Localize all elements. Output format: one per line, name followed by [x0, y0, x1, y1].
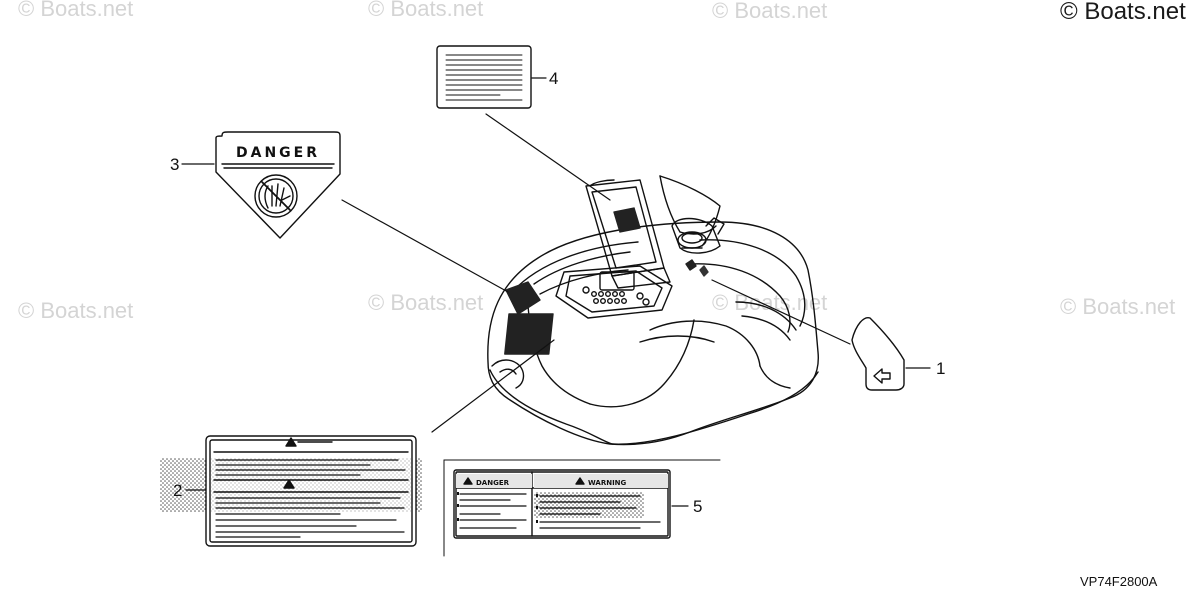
diagram-code: VP74F2800A [1080, 574, 1158, 589]
watermark: © Boats.net [712, 290, 828, 315]
callout-3: 3 [170, 155, 180, 174]
label-4-info-plate [436, 45, 532, 109]
hand-crush-icon [254, 174, 298, 218]
arrow-icon [873, 368, 891, 384]
label-2-warning-plate [160, 435, 422, 547]
callout-5: 5 [693, 497, 703, 516]
warning-triangle-icon [285, 437, 297, 447]
danger-plate-text: DANGER [236, 145, 320, 161]
watermark: © Boats.net [1060, 294, 1176, 319]
label5-warning-text: WARNING [588, 479, 627, 487]
watermark: © Boats.net [18, 298, 134, 323]
label-1-arrow-tab [851, 317, 905, 391]
watermark: © Boats.net [712, 0, 828, 23]
watermark: © Boats.net [368, 290, 484, 315]
label-5-danger-warning-plate [443, 459, 721, 557]
watermark: © Boats.net [18, 0, 134, 21]
callout-2: 2 [173, 481, 183, 500]
label5-danger-text: DANGER [476, 479, 510, 487]
callout-1: 1 [936, 359, 946, 378]
callout-4: 4 [549, 69, 559, 88]
mower-body [487, 175, 819, 446]
label-3-danger-plate [215, 131, 341, 239]
watermark: © Boats.net [1060, 0, 1186, 25]
watermark: © Boats.net [368, 0, 484, 21]
